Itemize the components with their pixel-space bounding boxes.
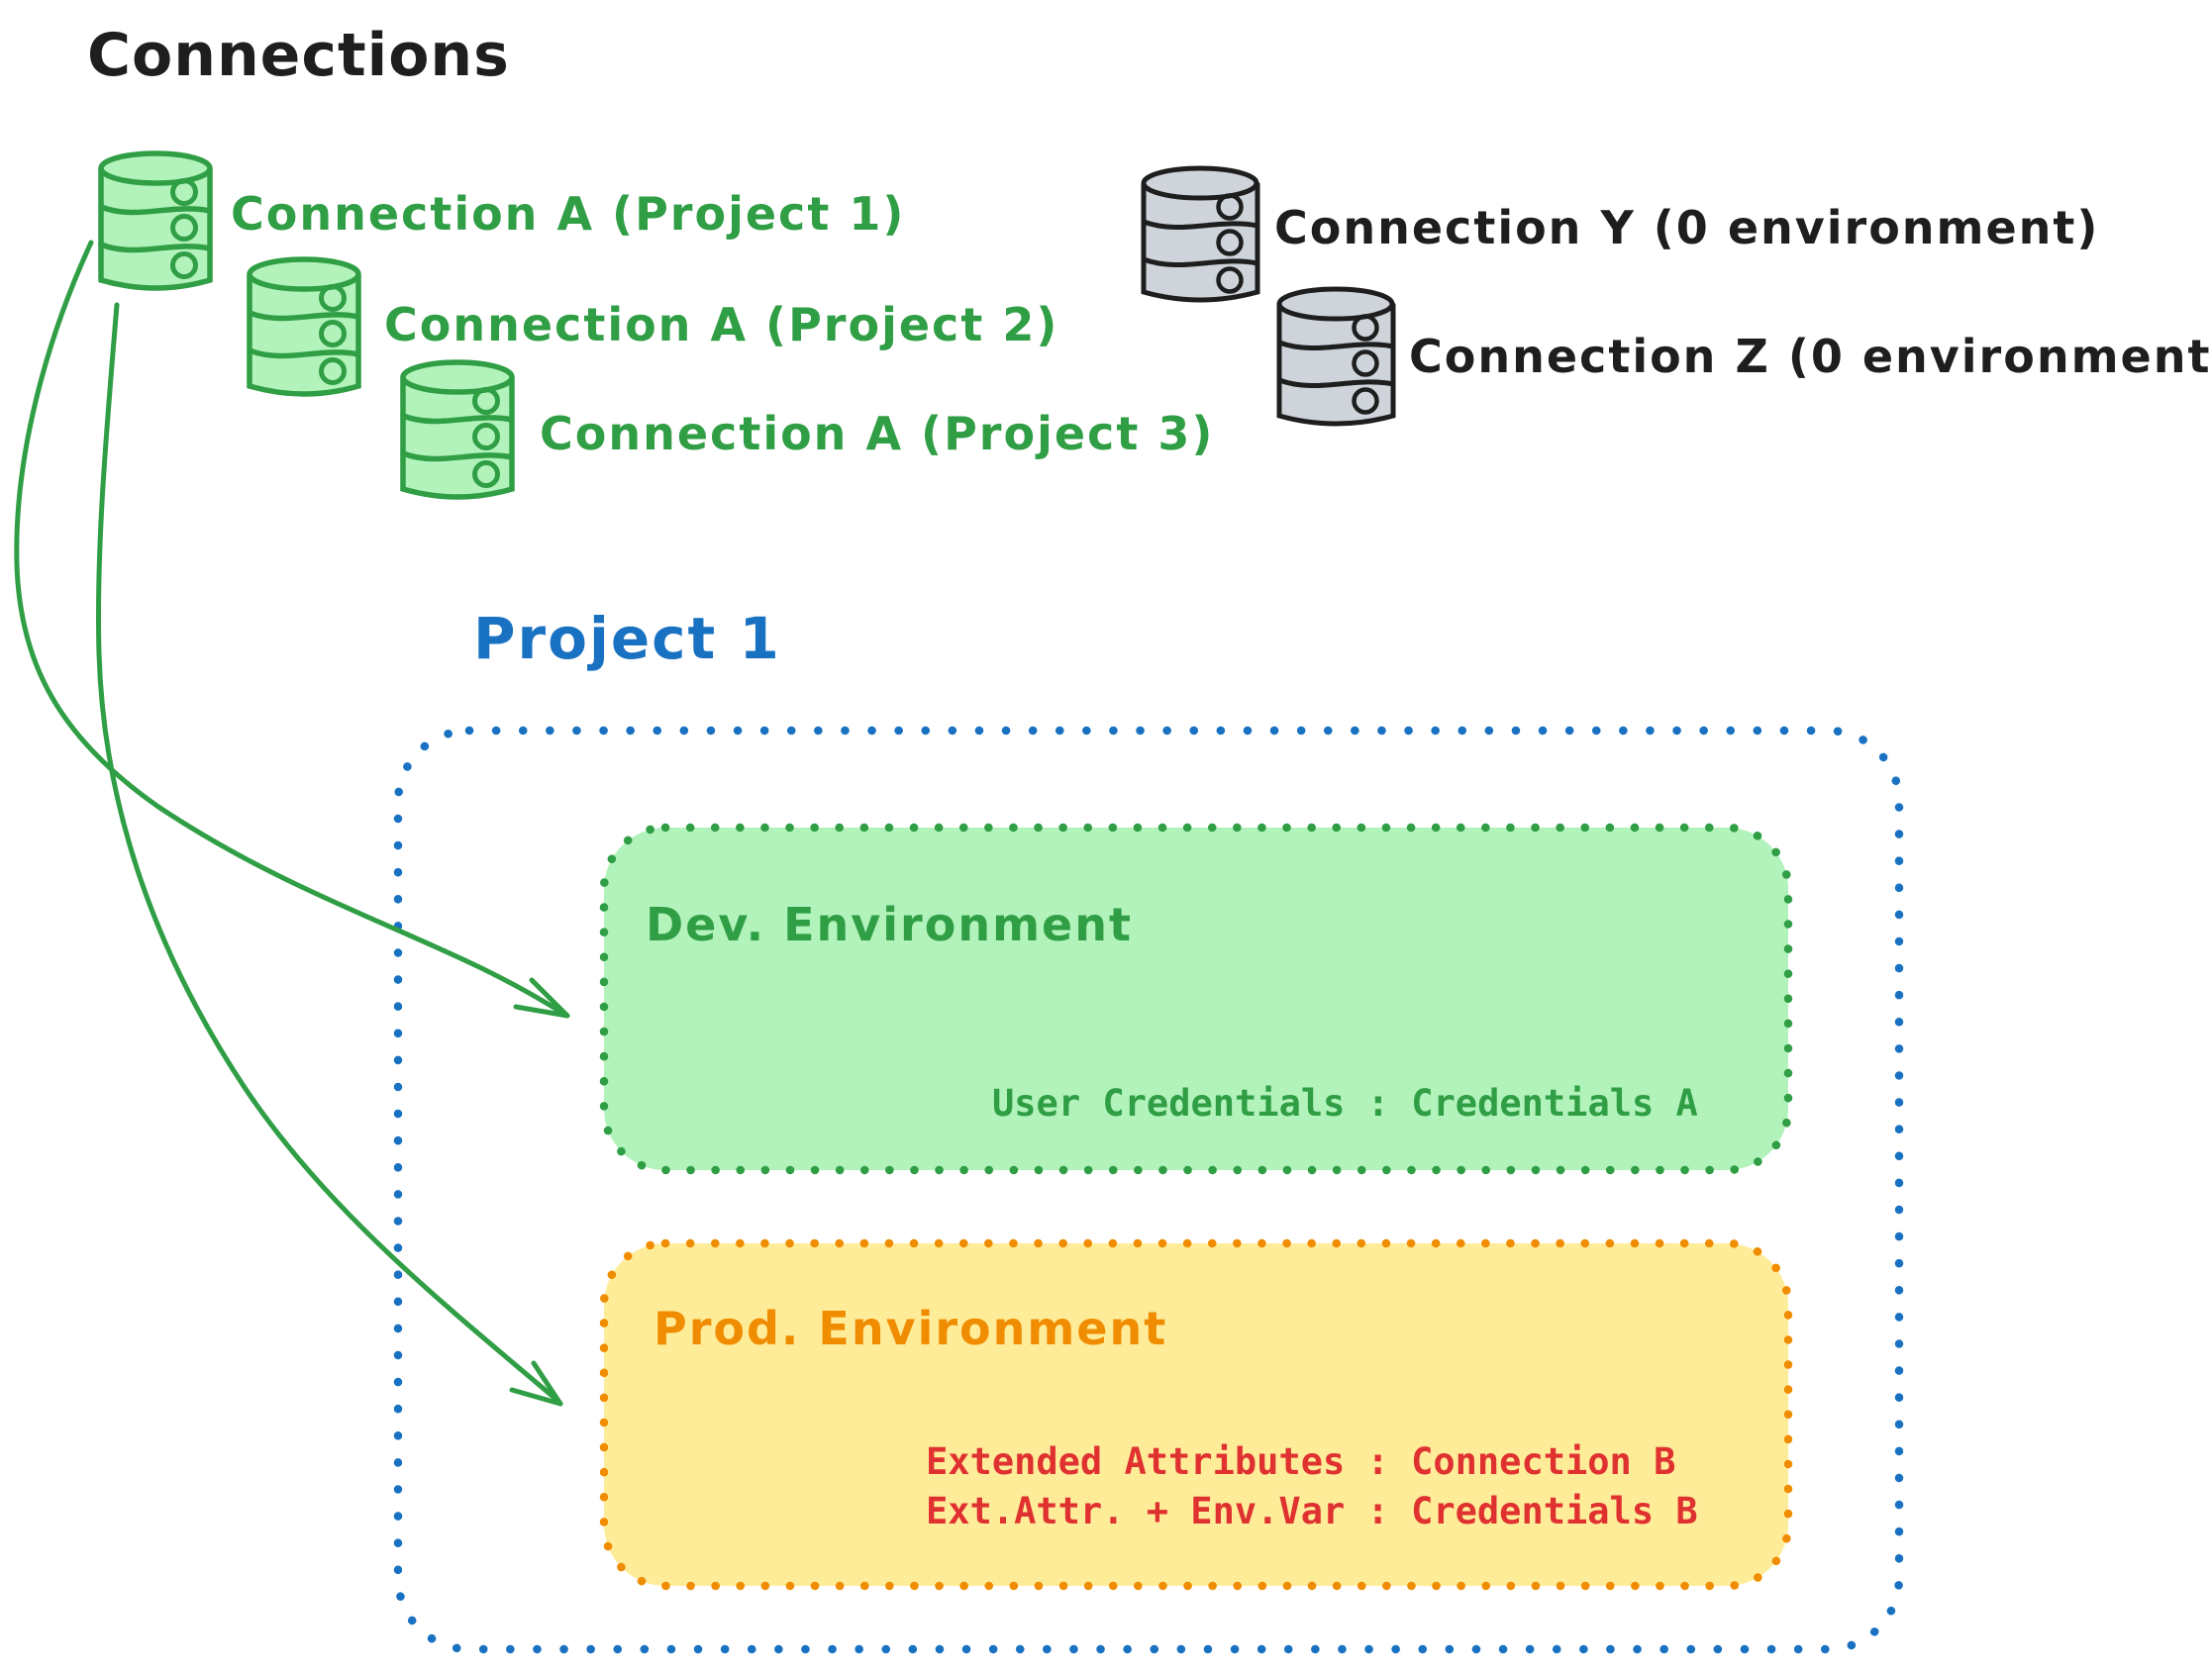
dev-environment-title: Dev. Environment xyxy=(646,898,1133,951)
prod-credentials-line-1: Extended Attributes : Connection B xyxy=(926,1440,1676,1483)
database-icon-connection-y xyxy=(1141,165,1260,303)
connection-a-project2-label: Connection A (Project 2) xyxy=(384,298,1059,351)
prod-environment-box xyxy=(599,1238,1793,1591)
database-icon-connection-a-project1 xyxy=(98,150,213,291)
project-title: Project 1 xyxy=(473,605,781,672)
project-box-border xyxy=(393,726,1904,1654)
prod-credentials-line-2: Ext.Attr. + Env.Var : Credentials B xyxy=(926,1490,1698,1532)
arrow-to-prod-environment xyxy=(96,302,563,1407)
diagram-title: Connections xyxy=(87,21,510,90)
arrow-to-dev-environment xyxy=(14,240,570,1019)
dev-environment-box xyxy=(599,823,1793,1175)
database-icon-connection-a-project3 xyxy=(400,359,515,500)
prod-credentials-text: Extended Attributes : Connection B Ext.A… xyxy=(926,1437,1698,1536)
connection-a-project1-label: Connection A (Project 1) xyxy=(231,187,906,241)
database-icon-connection-a-project2 xyxy=(247,256,361,397)
connection-y-label: Connection Y (0 environment) xyxy=(1274,201,2100,254)
prod-environment-title: Prod. Environment xyxy=(654,1302,1168,1355)
connection-a-project3-label: Connection A (Project 3) xyxy=(540,407,1215,460)
connection-z-label: Connection Z (0 environment) xyxy=(1409,330,2212,383)
database-icon-connection-z xyxy=(1276,286,1396,427)
dev-credentials-text: User Credentials : Credentials A xyxy=(992,1082,1698,1125)
